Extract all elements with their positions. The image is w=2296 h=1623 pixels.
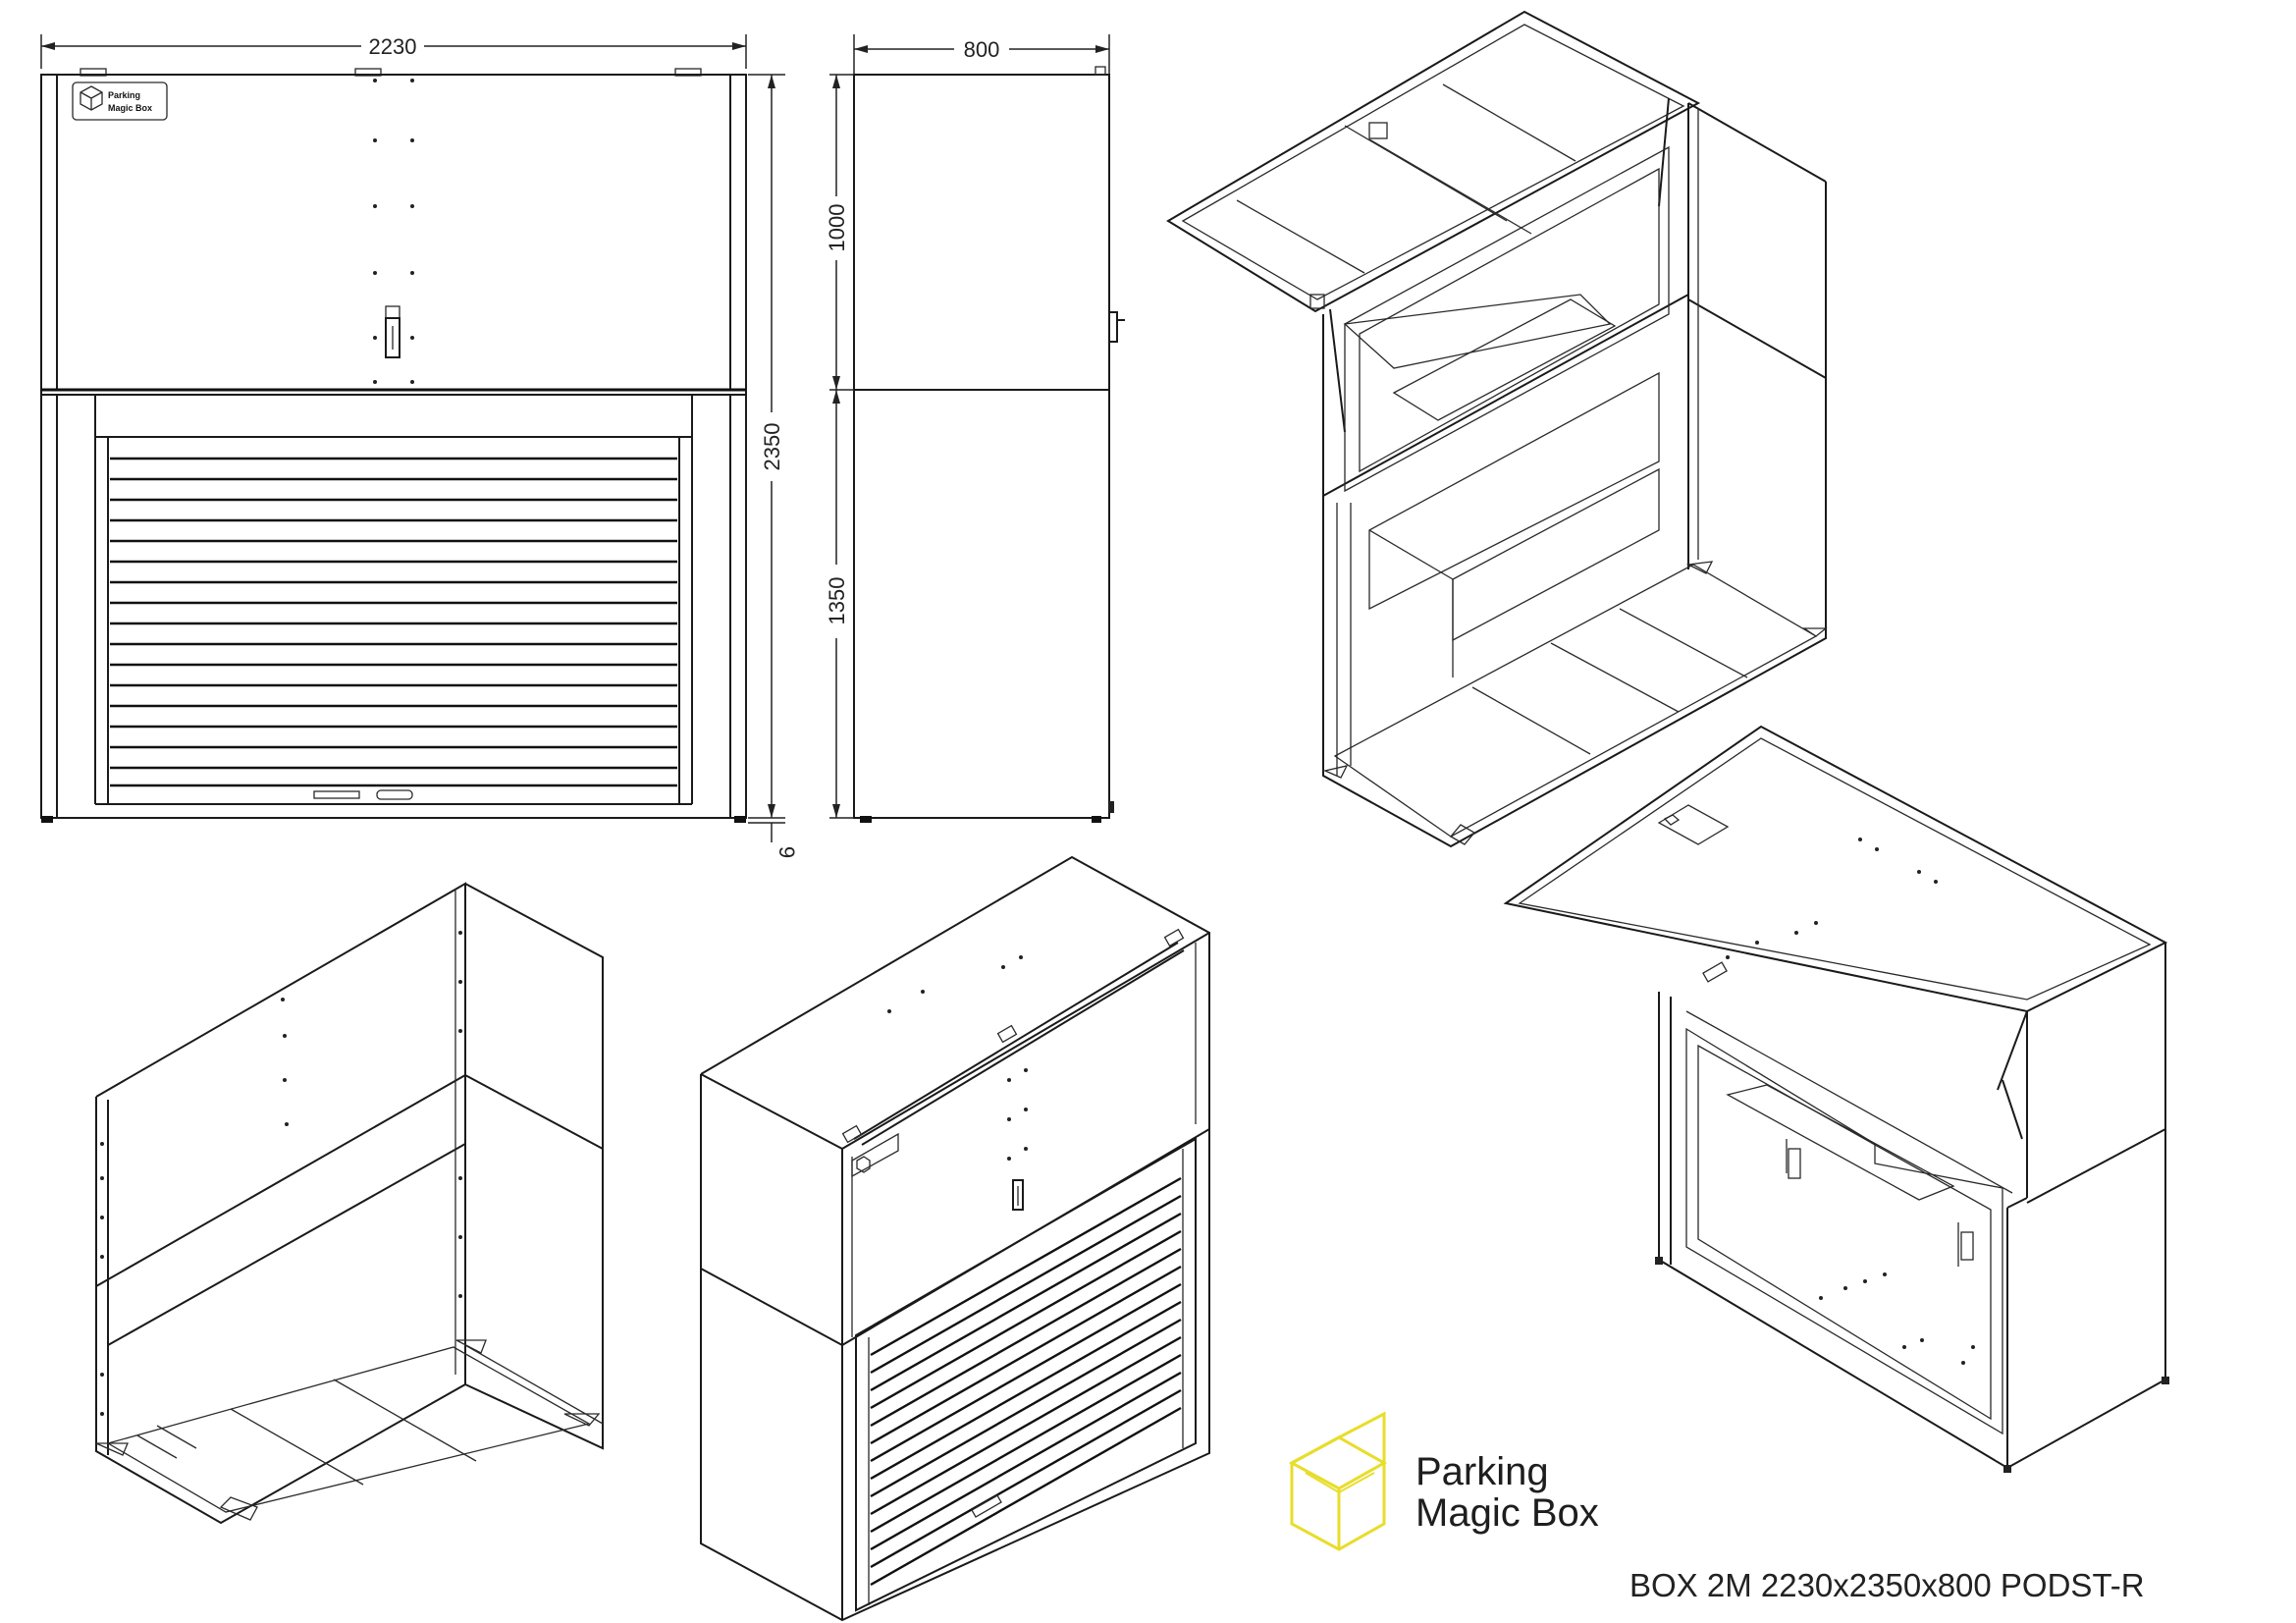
isometric-back-frame-view [95,882,604,1525]
isometric-lid-open-view [1503,725,2169,1473]
front-width-dimension: 2230 [40,34,747,69]
front-door-logo: Parking Magic Box [72,81,168,121]
brand-name-line2: Magic Box [1415,1491,1599,1535]
front-logo-text-2: Magic Box [108,103,152,113]
isometric-closed-view [700,855,1210,1622]
front-width-label: 2230 [369,34,417,59]
brand-name-line1: Parking [1415,1450,1549,1493]
side-depth-label: 800 [964,37,1000,62]
isometric-open-view [1166,10,1828,848]
cube-icon [1288,1411,1388,1551]
front-elevation-view: 2230 Parking Magic Box [40,34,799,858]
side-depth-dimension: 800 [853,34,1110,75]
roller-shutter [110,457,677,800]
total-height-label: 2350 [760,423,784,471]
front-door-lock [385,305,400,358]
front-door-rivets [373,79,414,384]
base-offset-label: 9 [774,846,799,858]
section-height-dimensions: 1000 1350 [825,74,854,819]
lower-height-label: 1350 [825,577,849,625]
side-elevation-view: 800 1000 1350 [825,34,1125,823]
total-height-dimension: 2350 9 [748,74,799,858]
product-code: BOX 2M 2230x2350x800 PODST-R [1629,1567,2145,1603]
iso-door-logo [851,1132,899,1178]
upper-height-label: 1000 [825,204,849,252]
brand-logo: Parking Magic Box [1288,1411,1599,1551]
front-logo-text-1: Parking [108,90,140,100]
back-frame-rivets [100,931,462,1416]
iso-roller-shutter [870,1176,1182,1587]
